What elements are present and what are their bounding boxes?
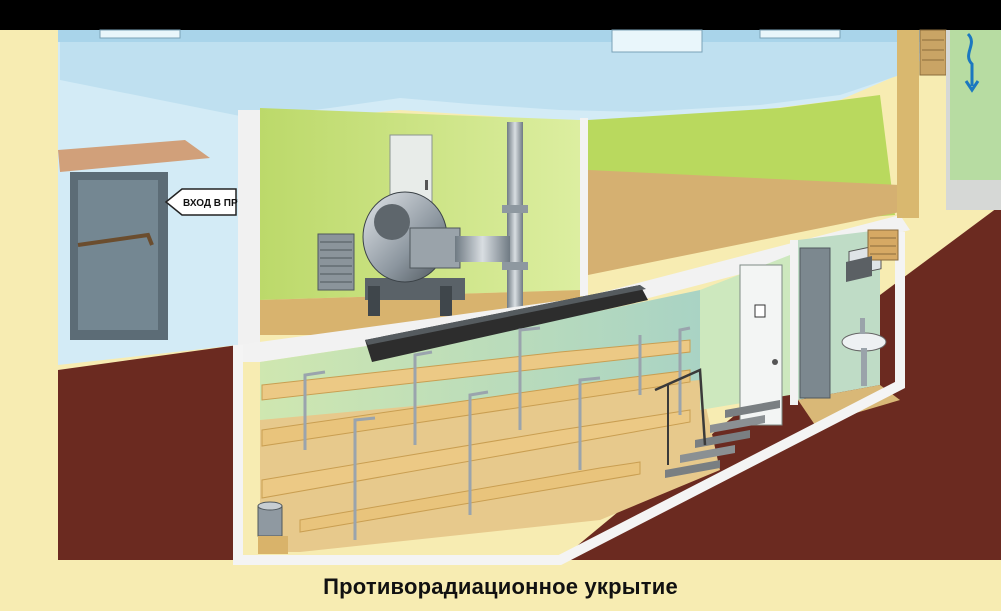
entrance-sign-label: ВХОД В ПРУ	[183, 198, 245, 209]
exhaust-duct	[365, 285, 648, 362]
ground-earth	[58, 345, 238, 560]
shelter-benches	[261, 326, 691, 540]
diagram-caption: Противорадиационное укрытие	[323, 574, 678, 599]
exhaust-duct-top	[365, 285, 646, 345]
facade-window	[611, 29, 703, 53]
upper-partition	[580, 118, 588, 296]
upper-outer-wall	[238, 110, 260, 350]
lobby-partition	[790, 240, 798, 405]
air-intake-tower	[897, 30, 919, 218]
entrance-door	[78, 180, 158, 330]
lower-vent-grille	[867, 229, 899, 261]
pipe-flange	[502, 205, 528, 213]
wall-panel	[846, 256, 872, 282]
entrance-handrail	[77, 232, 154, 247]
facade-top	[58, 30, 958, 42]
wall-vent-grille	[317, 233, 355, 291]
pipe-flange	[502, 262, 528, 270]
top-black-band	[0, 0, 1001, 30]
bench-end	[258, 536, 288, 554]
upper-room-right-floor	[588, 170, 900, 275]
floor-slab	[238, 215, 910, 362]
right-outdoor	[950, 30, 1001, 180]
upper-room-left-floor	[260, 290, 580, 335]
facade-window	[759, 29, 841, 39]
shelter-stairs	[654, 368, 780, 478]
lobby-door	[739, 264, 783, 426]
air-intake-cap	[919, 29, 947, 76]
air-intake-arrow-icon	[964, 32, 980, 93]
toilet-door	[799, 247, 831, 399]
air-intake-pipe	[507, 122, 523, 312]
ceiling-slab	[60, 30, 940, 118]
entrance-canopy	[58, 140, 210, 172]
lobby-door-sign	[754, 304, 766, 318]
entrance-sign-arrow	[164, 188, 237, 216]
shelter-outer-shell	[233, 232, 905, 565]
upper-door-handle	[425, 180, 428, 190]
bucket-icon	[257, 501, 283, 537]
lobby-door-knob	[772, 359, 778, 365]
facade-window	[99, 29, 181, 39]
ventilation-fan-icon	[362, 191, 510, 316]
